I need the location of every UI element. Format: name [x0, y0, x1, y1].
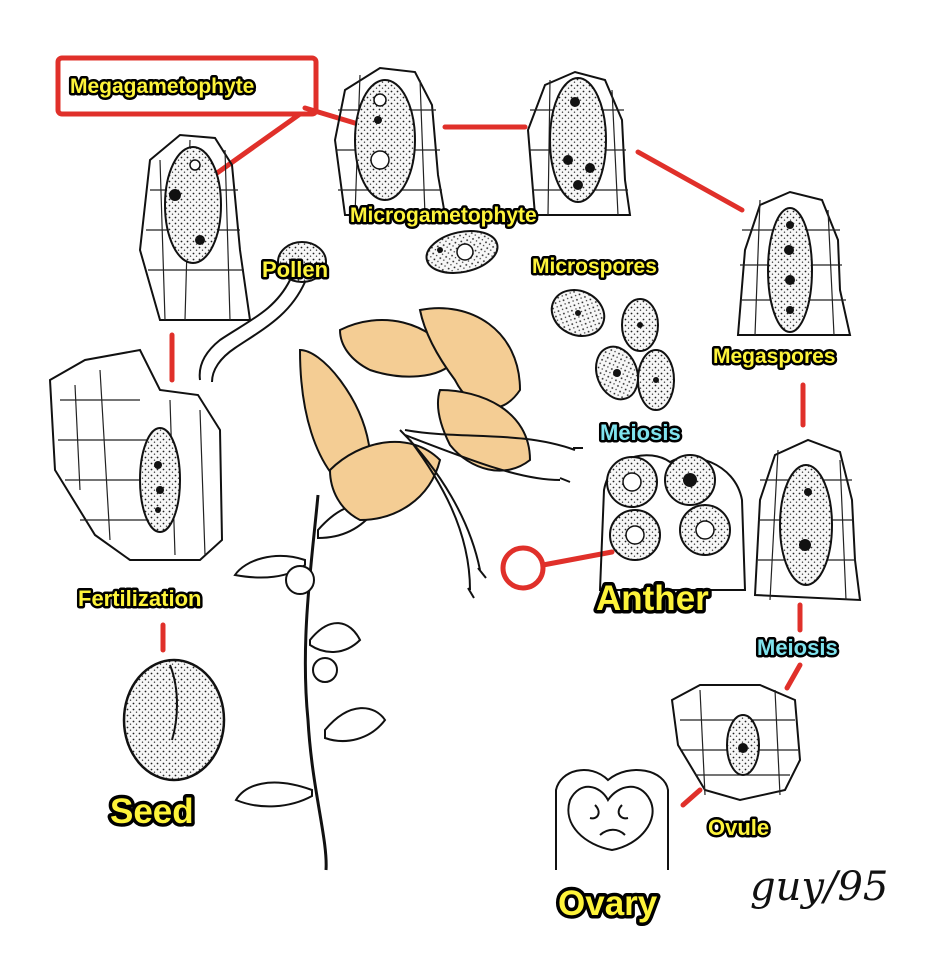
link-ovule-to-ovary: [680, 787, 703, 808]
label-anther: Anther: [596, 579, 709, 618]
label-megaspores: Megaspores: [713, 345, 836, 368]
megaspores-sac: [736, 190, 852, 336]
seed-drawing: [122, 658, 226, 782]
label-ovule: Ovule: [708, 815, 769, 840]
pollen-tube: [198, 241, 327, 383]
artist-signature: guy/95: [750, 864, 888, 910]
link-meiosis-to-ovule: [784, 662, 803, 691]
label-fertilization: Fertilization: [78, 586, 201, 611]
lily-plant: [233, 494, 387, 871]
fertilization-ovule: [48, 348, 224, 561]
label-megagametophyte: Megagametophyte: [70, 75, 254, 98]
lily-flower: [298, 307, 583, 599]
label-meiosis-bottom: Meiosis: [757, 635, 838, 660]
link-to-megaspores: [635, 149, 745, 213]
embryo-sac-top-center: [333, 66, 447, 216]
megaspore-mother-sac: [753, 438, 862, 602]
label-seed: Seed: [110, 792, 194, 831]
embryo-sac-top-left: [138, 133, 252, 321]
pointer-to-left-sac: [207, 111, 303, 181]
microspores-cluster: [550, 289, 675, 411]
label-pollen: Pollen: [262, 257, 328, 282]
label-ovary: Ovary: [558, 884, 658, 923]
label-microspores: Microspores: [532, 255, 657, 278]
ovary-cross-section: [555, 768, 669, 870]
anther-cross-section: [598, 454, 747, 591]
labels: Megagametophyte Microgametophyte Pollen …: [68, 73, 841, 927]
microgametophyte-grain: [425, 230, 499, 274]
label-meiosis-top: Meiosis: [600, 420, 681, 445]
megagametophyte-highlight-box: [55, 55, 319, 117]
embryo-sac-top-right: [526, 70, 632, 216]
anther-highlight-circle: [500, 545, 546, 591]
label-microgametophyte: Microgametophyte: [350, 204, 537, 227]
ovule-drawing: [670, 684, 802, 802]
